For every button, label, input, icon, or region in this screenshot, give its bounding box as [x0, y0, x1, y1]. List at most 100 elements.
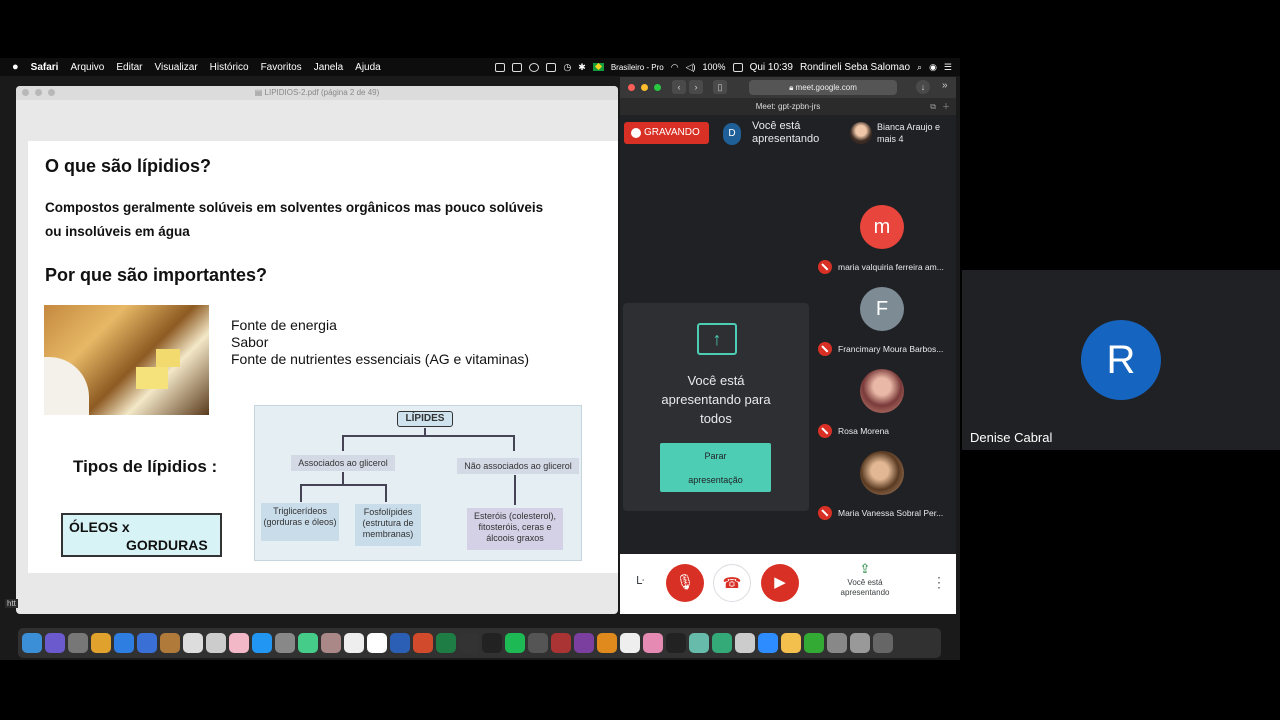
- dock-app-icon[interactable]: [712, 633, 732, 653]
- participant-tile[interactable]: Maria Vanessa Sobral Per...: [812, 445, 956, 527]
- menu-safari[interactable]: Safari: [30, 61, 59, 73]
- clock-label[interactable]: Qui 10:39: [749, 61, 793, 73]
- input-source-label[interactable]: Brasileiro - Pro: [610, 62, 664, 72]
- dock-app-icon[interactable]: [436, 633, 456, 653]
- window-close-button[interactable]: [22, 89, 29, 96]
- airplay-icon[interactable]: [546, 62, 557, 72]
- participant-avatar[interactable]: [850, 122, 872, 144]
- oils-label: ÓLEOS x: [69, 519, 130, 535]
- battery-label[interactable]: 100%: [702, 62, 726, 72]
- recording-badge[interactable]: GRAVANDO: [624, 122, 709, 144]
- chat-status-icon[interactable]: [512, 62, 523, 72]
- dock-app-icon[interactable]: [137, 633, 157, 653]
- dock-app-icon[interactable]: [91, 633, 111, 653]
- screen-share-status-icon[interactable]: [495, 62, 506, 72]
- dock-app-icon[interactable]: [413, 633, 433, 653]
- dock-app-icon[interactable]: [574, 633, 594, 653]
- diagram-connector: [342, 435, 344, 451]
- dock-app-icon[interactable]: [45, 633, 65, 653]
- camera-off-button[interactable]: ▶︎: [761, 564, 799, 602]
- shield-icon[interactable]: [529, 62, 540, 72]
- menu-arquivo[interactable]: Arquivo: [70, 61, 105, 73]
- dock-app-icon[interactable]: [827, 633, 847, 653]
- address-bar[interactable]: 🔒︎ meet.google.com: [749, 80, 897, 95]
- menu-visualizar[interactable]: Visualizar: [154, 61, 198, 73]
- importance-item: Sabor: [231, 334, 269, 350]
- dock-app-icon[interactable]: [735, 633, 755, 653]
- diagram-leaf-triglycerides: Triglicerídeos (gorduras e óleos): [261, 503, 339, 541]
- menu-janela[interactable]: Janela: [313, 61, 344, 73]
- dock-app-icon[interactable]: [873, 633, 893, 653]
- dock-app-icon[interactable]: [505, 633, 525, 653]
- dock-app-icon[interactable]: [160, 633, 180, 653]
- leave-call-button[interactable]: ☎︎: [713, 564, 751, 602]
- tab-meet[interactable]: Meet: gpt-zpbn-jrs: [755, 102, 821, 111]
- more-tabs-chevron-icon[interactable]: »: [942, 80, 948, 91]
- volume-icon[interactable]: ◁): [685, 61, 696, 72]
- dock-app-icon[interactable]: [183, 633, 203, 653]
- wifi-icon[interactable]: ◠: [670, 61, 679, 72]
- window-close-button[interactable]: [628, 84, 635, 91]
- spotlight-search-icon[interactable]: ⌕: [917, 61, 923, 72]
- apple-menu-icon[interactable]: ●: [12, 61, 19, 73]
- siri-icon[interactable]: ◉: [929, 61, 937, 72]
- dock-app-icon[interactable]: [459, 633, 479, 653]
- notification-center-icon[interactable]: ☰: [943, 61, 952, 72]
- dock-app-icon[interactable]: [643, 633, 663, 653]
- bluetooth-icon[interactable]: ✱: [578, 61, 586, 72]
- mute-mic-button[interactable]: 🎙︎: [666, 564, 704, 602]
- participant-tile-denise[interactable]: R Denise Cabral: [962, 270, 1280, 450]
- dock-app-icon[interactable]: [68, 633, 88, 653]
- user-name-label[interactable]: Rondineli Seba Salomao: [799, 61, 911, 73]
- back-button[interactable]: ‹: [672, 80, 686, 94]
- dock-app-icon[interactable]: [689, 633, 709, 653]
- other-participants-label[interactable]: Bianca Araujo e mais 4: [877, 122, 941, 144]
- dock-app-icon[interactable]: [344, 633, 364, 653]
- window-zoom-button[interactable]: [48, 89, 55, 96]
- dock-app-icon[interactable]: [367, 633, 387, 653]
- participant-tile[interactable]: Rosa Morena: [812, 363, 956, 445]
- dock-app-icon[interactable]: [666, 633, 686, 653]
- menu-ajuda[interactable]: Ajuda: [355, 61, 381, 73]
- stop-presenting-button[interactable]: Parar apresentação: [660, 443, 771, 492]
- dock-app-icon[interactable]: [229, 633, 249, 653]
- dock-app-icon[interactable]: [482, 633, 502, 653]
- sidebar-toggle-icon[interactable]: ▯: [713, 80, 727, 94]
- dock-app-icon[interactable]: [252, 633, 272, 653]
- window-zoom-button[interactable]: [654, 84, 661, 91]
- dock-app-icon[interactable]: [528, 633, 548, 653]
- participant-tile[interactable]: F Francimary Moura Barbos...: [812, 281, 956, 363]
- participant-tile[interactable]: m maria valquiria ferreira am...: [812, 199, 956, 281]
- dock-app-icon[interactable]: [321, 633, 341, 653]
- dock-app-icon[interactable]: [275, 633, 295, 653]
- more-options-icon[interactable]: ⋮: [932, 574, 946, 590]
- dock-app-icon[interactable]: [551, 633, 571, 653]
- menu-historico[interactable]: Histórico: [209, 61, 249, 73]
- menu-favoritos[interactable]: Favoritos: [260, 61, 302, 73]
- pdf-titlebar[interactable]: ▤ LIPIDIOS-2.pdf (página 2 de 49): [16, 86, 618, 100]
- menu-editar[interactable]: Editar: [116, 61, 143, 73]
- dock-app-icon[interactable]: [781, 633, 801, 653]
- window-minimize-button[interactable]: [641, 84, 648, 91]
- dock-app-icon[interactable]: [597, 633, 617, 653]
- importance-item: Fonte de energia: [231, 317, 337, 333]
- dock-app-icon[interactable]: [114, 633, 134, 653]
- definition-line-2: ou insolúveis em água: [45, 224, 190, 239]
- dock-app-icon[interactable]: [850, 633, 870, 653]
- dock-app-icon[interactable]: [620, 633, 640, 653]
- dock-app-icon[interactable]: [758, 633, 778, 653]
- new-tab-icon[interactable]: ＋: [942, 102, 950, 111]
- dock-app-icon[interactable]: [390, 633, 410, 653]
- time-machine-icon[interactable]: ◷: [563, 61, 572, 72]
- dock-app-icon[interactable]: [206, 633, 226, 653]
- download-icon[interactable]: ↓: [916, 80, 930, 94]
- link-status-fragment: htt: [5, 599, 18, 608]
- dock-app-icon[interactable]: [804, 633, 824, 653]
- window-minimize-button[interactable]: [35, 89, 42, 96]
- forward-button[interactable]: ›: [689, 80, 703, 94]
- tab-overview-icon[interactable]: ⧉: [930, 102, 936, 111]
- dock-app-icon[interactable]: [298, 633, 318, 653]
- dock-app-icon[interactable]: [22, 633, 42, 653]
- presenting-status-button[interactable]: ⇪ Você está apresentando: [830, 562, 900, 598]
- meeting-details-glyph[interactable]: ᒷ: [636, 575, 645, 587]
